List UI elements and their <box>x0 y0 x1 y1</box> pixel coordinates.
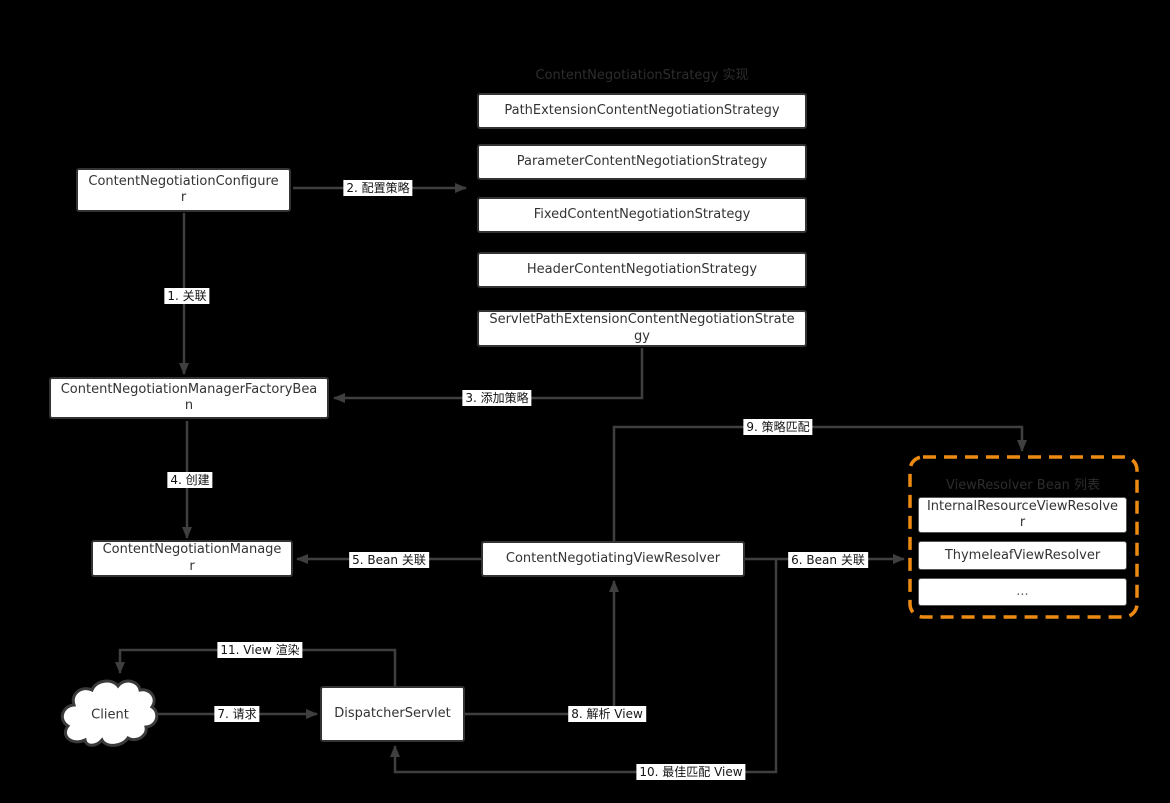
edge-label-1: 1. 关联 <box>164 288 210 304</box>
node-content-negotiation-manager: ContentNegotiationManager <box>91 540 293 577</box>
node-dispatcher-servlet: DispatcherServlet <box>320 686 465 742</box>
edge-10-line <box>390 559 778 774</box>
edge-label-6: 6. Bean 关联 <box>788 552 868 568</box>
client-cloud-shape <box>60 679 159 747</box>
node-more-view-resolvers: ... <box>918 578 1127 606</box>
node-content-negotiation-manager-factory-bean: ContentNegotiationManagerFactoryBean <box>49 377 329 419</box>
node-parameter-strategy: ParameterContentNegotiationStrategy <box>477 144 807 180</box>
edge-label-3: 3. 添加策略 <box>462 390 532 406</box>
node-content-negotiation-configurer: ContentNegotiationConfigurer <box>76 168 291 212</box>
edge-label-9: 9. 策略匹配 <box>743 419 813 435</box>
node-internal-resource-view-resolver: InternalResourceViewResolver <box>918 497 1127 533</box>
edge-9-line <box>612 425 1027 541</box>
edge-label-4: 4. 创建 <box>167 472 213 488</box>
node-header-strategy: HeaderContentNegotiationStrategy <box>477 252 807 288</box>
edge-label-11: 11. View 渲染 <box>217 642 303 658</box>
node-path-extension-strategy: PathExtensionContentNegotiationStrategy <box>477 93 807 129</box>
edge-label-8: 8. 解析 View <box>568 706 646 722</box>
edge-label-10: 10. 最佳匹配 View <box>636 764 746 780</box>
node-content-negotiating-view-resolver: ContentNegotiatingViewResolver <box>481 541 745 577</box>
edge-label-5: 5. Bean 关联 <box>349 552 429 568</box>
edge-label-2: 2. 配置策略 <box>343 180 413 196</box>
edge-8-line <box>465 580 619 716</box>
node-servlet-path-extension-strategy: ServletPathExtensionContentNegotiationSt… <box>477 310 807 347</box>
edge-label-7: 7. 请求 <box>214 706 260 722</box>
node-fixed-strategy: FixedContentNegotiationStrategy <box>477 197 807 233</box>
view-resolver-group-title: ViewResolver Bean 列表 <box>945 478 1101 493</box>
view-resolver-group-border <box>908 455 1139 619</box>
strategy-group-title: ContentNegotiationStrategy 实现 <box>535 68 749 83</box>
edge-3-line <box>333 348 644 403</box>
client-label: Client <box>91 707 129 723</box>
node-thymeleaf-view-resolver: ThymeleafViewResolver <box>918 541 1127 570</box>
